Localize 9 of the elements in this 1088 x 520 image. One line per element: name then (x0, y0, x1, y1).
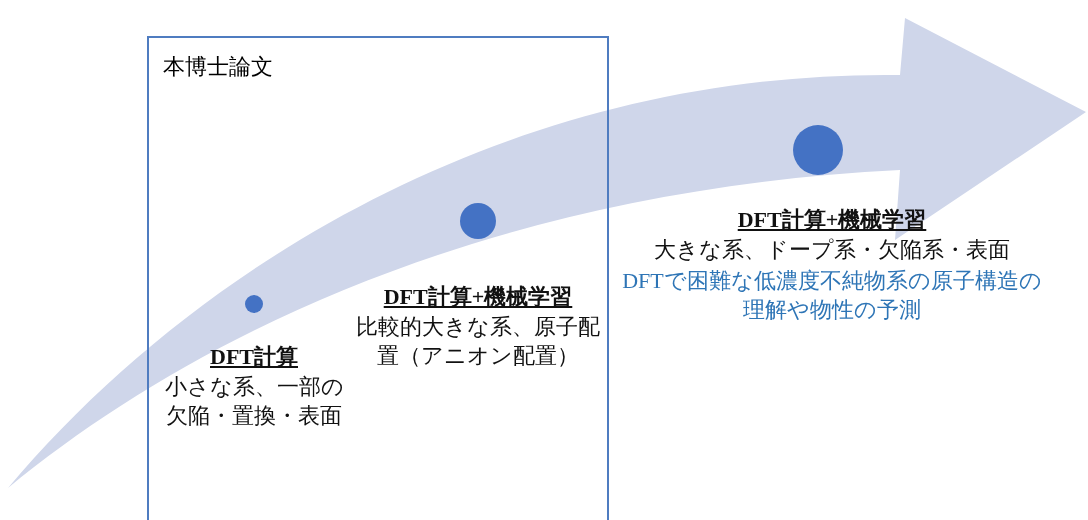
stage-heading: DFT計算 (210, 344, 298, 369)
stage-description: 大きな系、ドープ系・欠陥系・表面 (653, 236, 1011, 264)
stage-description: 比較的大きな系、原子配置（アニオン配置） (355, 313, 601, 370)
frame-title: 本博士論文 (163, 53, 273, 81)
stage-heading: DFT計算+機械学習 (737, 207, 927, 232)
outcome-text: DFTで困難な低濃度不純物系の原子構造の理解や物性の予測 (621, 267, 1043, 324)
stage-description: 小さな系、一部の欠陥・置換・表面 (163, 373, 345, 430)
frame-box (147, 36, 609, 520)
stage-heading: DFT計算+機械学習 (383, 284, 573, 309)
